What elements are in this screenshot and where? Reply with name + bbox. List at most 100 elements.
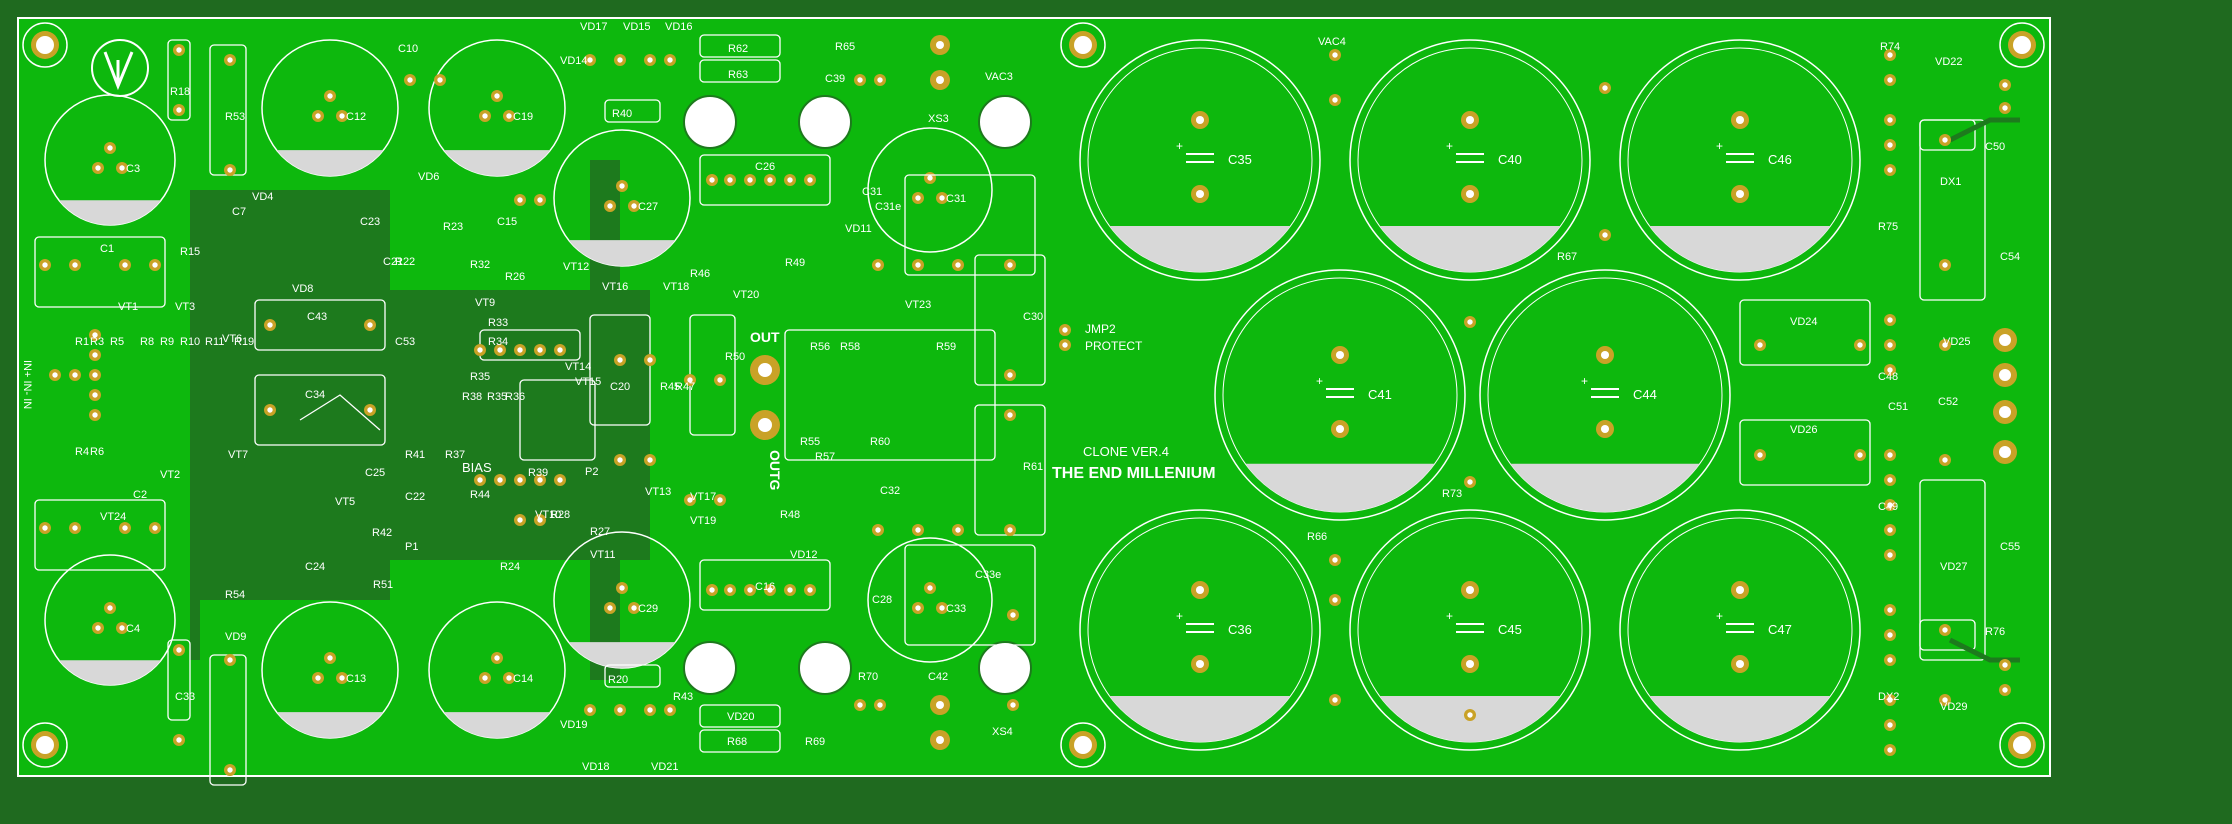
component-label: R38 (462, 391, 482, 403)
component-label: R73 (1442, 488, 1462, 500)
pad-hole (717, 377, 723, 383)
mounting-hole-ring (1999, 722, 2045, 768)
component-label: R51 (373, 579, 393, 591)
mounting-hole-ring (1060, 722, 1106, 768)
pad-hole (42, 262, 48, 268)
component-label: C16 (755, 581, 775, 593)
pad-hole (72, 525, 78, 531)
component-label: R20 (608, 674, 628, 686)
pad-hole (709, 587, 715, 593)
pad-hole (875, 262, 881, 268)
pad-hole (557, 347, 563, 353)
pad-hole (709, 177, 715, 183)
component-label: VD27 (1940, 561, 1968, 573)
pad-hole (927, 585, 933, 591)
board-title: THE END MILLENIUM (1052, 465, 1216, 482)
pad-hole (497, 347, 503, 353)
pad-hole (537, 347, 543, 353)
component-label: C10 (398, 43, 418, 55)
pad-hole (367, 407, 373, 413)
trace (1948, 117, 2020, 143)
pad-hole (2002, 687, 2008, 693)
component-outline (589, 314, 651, 426)
pad-hole (1757, 452, 1763, 458)
bulk-capacitor-band (1245, 463, 1435, 512)
pad-hole (1887, 342, 1893, 348)
pad-hole (587, 57, 593, 63)
component-label: R70 (858, 671, 878, 683)
pad-hole (497, 477, 503, 483)
pad-hole (1942, 137, 1948, 143)
component-label: R35 (487, 391, 507, 403)
component-label: C21 (383, 256, 403, 268)
mounting-hole (1074, 36, 1092, 54)
component-label: VD8 (292, 283, 313, 295)
pad-hole (631, 203, 637, 209)
pad-hole (1887, 552, 1893, 558)
large-hole (683, 95, 737, 149)
pad-hole (1465, 585, 1475, 595)
pad-hole (367, 322, 373, 328)
pad-hole (92, 332, 98, 338)
pad-hole (767, 177, 773, 183)
component-label: C25 (365, 467, 385, 479)
pad-hole (1857, 342, 1863, 348)
component-outline (34, 236, 166, 308)
component-label: R26 (505, 271, 525, 283)
bulk-capacitor: +C35 (1079, 39, 1321, 281)
medium-capacitor-label: C3 (126, 163, 140, 175)
pad-hole (482, 113, 488, 119)
pad-hole (1887, 317, 1893, 323)
pad-hole (477, 347, 483, 353)
component-label: R37 (445, 449, 465, 461)
component-label: VAC3 (985, 71, 1013, 83)
component-label: VT17 (690, 491, 716, 503)
medium-capacitor: C29 (553, 531, 691, 669)
mounting-hole-ring (1999, 22, 2045, 68)
component-label: R63 (728, 69, 748, 81)
component-label: DX1 (1940, 176, 1961, 188)
copper-pour-left (190, 190, 390, 660)
component-label: R69 (805, 736, 825, 748)
pad-hole (1465, 189, 1475, 199)
component-label: R3 (90, 336, 104, 348)
bulk-capacitor: +C44 (1479, 269, 1731, 521)
medium-capacitor: C31 (867, 127, 993, 253)
medium-capacitor-band (276, 712, 384, 738)
medium-capacitor: C13 (261, 601, 399, 739)
logo-mark (103, 51, 134, 91)
component-label: C34 (305, 389, 325, 401)
pad-hole (122, 262, 128, 268)
component-outline (1739, 419, 1871, 486)
pad-hole (617, 707, 623, 713)
pad-hole (176, 737, 182, 743)
component-label: VD21 (651, 761, 679, 773)
pad-hole (1942, 627, 1948, 633)
bulk-capacitor: +C47 (1619, 509, 1861, 751)
pad-hole (1887, 477, 1893, 483)
component-label: R34 (488, 336, 508, 348)
bulk-capacitor-label: C35 (1228, 152, 1252, 167)
component-label: VT14 (565, 361, 591, 373)
component-label: R23 (443, 221, 463, 233)
component-label: R48 (780, 509, 800, 521)
pad-hole (537, 517, 543, 523)
pad-hole (1332, 52, 1338, 58)
pad-hole (767, 587, 773, 593)
pad-hole (1010, 612, 1016, 618)
mounting-hole (1074, 736, 1092, 754)
component-label: C42 (928, 671, 948, 683)
component-label: R33 (488, 317, 508, 329)
component-label: R54 (225, 589, 245, 601)
medium-capacitor-band (443, 712, 551, 738)
component-label: R4 (75, 446, 89, 458)
trace (1948, 637, 2020, 663)
pad-hole (955, 527, 961, 533)
component-label: R42 (372, 527, 392, 539)
pad-hole (1887, 117, 1893, 123)
plus-sign: + (1716, 139, 1723, 153)
pad-hole (647, 457, 653, 463)
pad-hole (506, 113, 512, 119)
